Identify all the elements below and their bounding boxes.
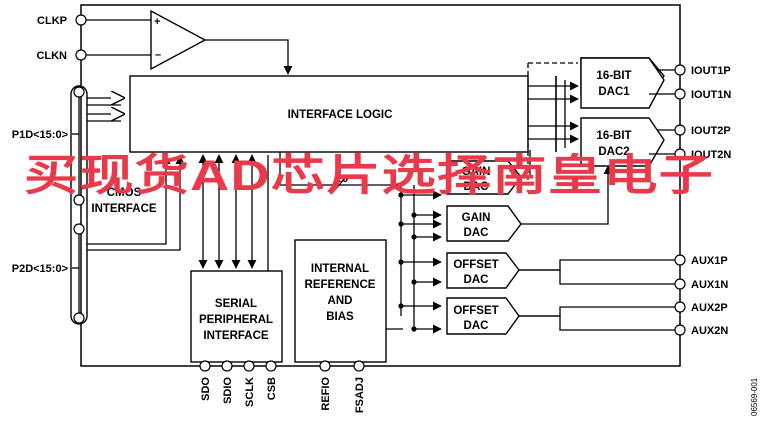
pin-aux1n — [674, 278, 686, 290]
gain-dac-2 — [446, 205, 522, 242]
cmos-interface-label-1: CMOS — [107, 187, 142, 199]
gain-dac-2-label-1: GAIN — [462, 212, 491, 224]
offset-dac-2-label-1: OFFSET — [453, 305, 498, 317]
pin-aux2n — [674, 324, 686, 336]
pin-iout1p — [674, 64, 686, 76]
clock-receiver-amp: + – — [150, 9, 207, 71]
cmos-interface-block — [70, 85, 88, 325]
pin-iout2p — [674, 124, 686, 136]
label-fsadj: FSADJ — [354, 377, 366, 413]
pin-clkp — [75, 14, 87, 26]
pin-csb — [265, 360, 277, 372]
pin-p2d-bottom — [73, 312, 85, 324]
pin-iout2n — [674, 148, 686, 160]
label-sdio: SDIO — [222, 377, 234, 404]
gain-dac-1-label-1: GAIN — [462, 166, 491, 178]
spi-label-1: SERIAL — [215, 298, 257, 310]
pin-p1d-top — [73, 86, 85, 98]
internal-reference-block — [294, 239, 387, 363]
dac2-label-2: DAC2 — [598, 146, 629, 158]
ref-label-2: REFERENCE — [305, 279, 376, 291]
pin-fsadj — [353, 360, 365, 372]
pin-sclk — [243, 360, 255, 372]
spi-label-3: INTERFACE — [203, 330, 269, 342]
interface-logic-block — [129, 75, 529, 153]
pin-aux2p — [674, 301, 686, 313]
spi-label-2: PERIPHERAL — [199, 314, 273, 326]
label-aux2n: AUX2N — [691, 325, 728, 337]
offset-dac-1-label-2: DAC — [464, 274, 489, 286]
label-csb: CSB — [266, 377, 278, 400]
figure-code: 06569-001 — [750, 377, 759, 416]
label-iout1n: IOUT1N — [691, 89, 731, 101]
label-refio: REFIO — [320, 377, 332, 411]
pin-sdio — [221, 360, 233, 372]
ref-label-3: AND — [328, 295, 353, 307]
offset-dac-2-label-2: DAC — [464, 320, 489, 332]
pin-p1d-bottom — [73, 194, 85, 206]
label-clkp: CLKP — [37, 15, 67, 27]
watermark-text: 买现货AD芯片选择南皇电子 — [24, 152, 714, 200]
offset-dac-1-label-1: OFFSET — [453, 259, 498, 271]
label-iout1p: IOUT1P — [691, 65, 731, 77]
pin-aux1p — [674, 254, 686, 266]
gain-dac-1-label-2: DAC — [464, 181, 489, 193]
label-sclk: SCLK — [244, 377, 256, 407]
dac1-body — [580, 57, 665, 109]
cmos-interface-label-2: INTERFACE — [91, 203, 157, 215]
pin-refio — [319, 360, 331, 372]
dac1-label-1: 16-BIT — [596, 70, 631, 82]
amp-minus-sign: – — [155, 49, 161, 61]
gain-dac-2-label-2: DAC — [464, 227, 489, 239]
ref-label-4: BIAS — [326, 311, 354, 323]
offset-dac-2 — [446, 297, 520, 335]
dac1-label-2: DAC1 — [598, 86, 630, 98]
dac2-label-1: 16-BIT — [596, 130, 631, 142]
serial-peripheral-interface-block — [190, 270, 283, 363]
label-aux1n: AUX1N — [691, 279, 728, 291]
label-sdo: SDO — [200, 377, 212, 401]
label-iout2n: IOUT2N — [691, 149, 731, 161]
label-p2d: P2D<15:0> — [12, 263, 68, 275]
offset-dac-1 — [446, 252, 520, 289]
chip-outline — [80, 4, 681, 367]
label-aux2p: AUX2P — [691, 302, 728, 314]
label-clkn: CLKN — [36, 50, 67, 62]
pin-sdo — [199, 360, 211, 372]
amp-plus-sign: + — [154, 16, 160, 28]
label-p1d: P1D<15:0> — [12, 129, 68, 141]
interface-logic-label: INTERFACE LOGIC — [288, 109, 393, 121]
pin-p2d-top — [73, 223, 85, 235]
label-iout2p: IOUT2P — [691, 125, 731, 137]
label-aux1p: AUX1P — [691, 255, 728, 267]
dac2-body — [580, 117, 665, 167]
pin-clkn — [75, 49, 87, 61]
gain-dac-1 — [446, 160, 522, 195]
ref-label-1: INTERNAL — [311, 263, 369, 275]
pin-iout1n — [674, 88, 686, 100]
bus-width-label: 10 — [336, 173, 348, 185]
